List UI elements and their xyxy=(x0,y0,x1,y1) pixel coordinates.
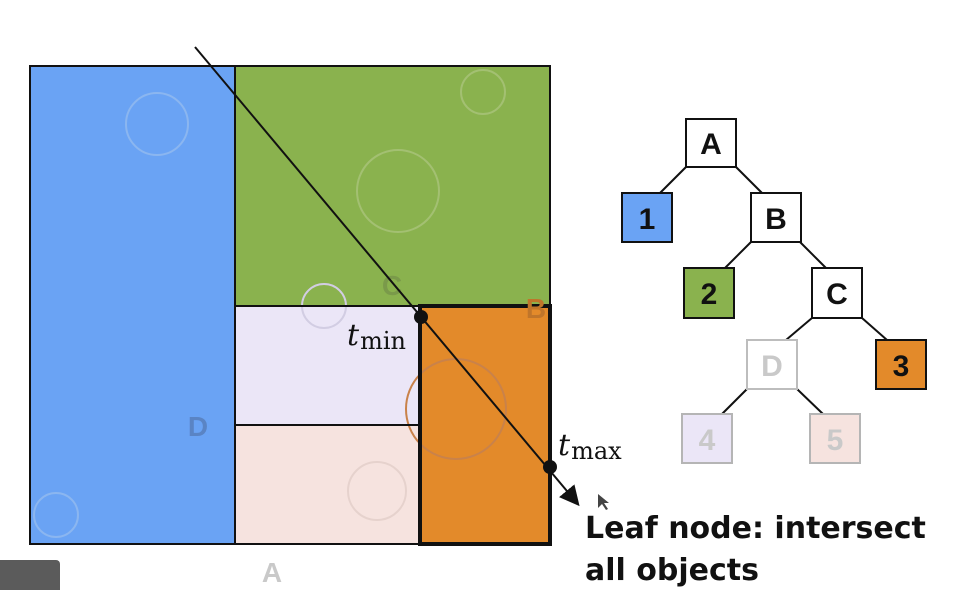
t-max-label: tmax xyxy=(558,428,622,465)
tree-node-5: 5 xyxy=(809,413,861,464)
region-label-d: D xyxy=(188,411,208,442)
tree-node-1: 1 xyxy=(621,192,673,243)
t-min-subscript: min xyxy=(360,327,406,355)
t-max-symbol: t xyxy=(558,428,571,463)
region-label-b: B xyxy=(526,293,546,324)
tree-edge xyxy=(799,241,827,269)
tree-edge xyxy=(735,166,763,194)
tree-edge xyxy=(785,317,813,341)
object-circle xyxy=(33,492,79,538)
region-label-c: C xyxy=(382,270,402,301)
tree-node-3: 3 xyxy=(875,339,927,390)
caption-line-2: all objects xyxy=(585,553,759,588)
tree-edge xyxy=(861,317,888,341)
tree-edge xyxy=(659,166,687,194)
t-max-point xyxy=(543,460,557,474)
t-min-label: tmin xyxy=(347,318,406,355)
region-label-a: A xyxy=(262,557,282,588)
t-max-subscript: max xyxy=(571,437,622,465)
tree-node-b: B xyxy=(750,192,802,243)
tree-edge xyxy=(724,241,752,269)
tree-node-label: 1 xyxy=(639,203,656,236)
tree-node-label: B xyxy=(765,203,787,236)
t-min-symbol: t xyxy=(347,318,360,353)
leaf-node-caption: Leaf node: intersect all objects xyxy=(585,508,955,592)
region-2-green xyxy=(235,66,550,306)
mouse-cursor-icon xyxy=(598,494,609,510)
caption-line-1: Leaf node: intersect xyxy=(585,511,926,546)
region-3-orange xyxy=(420,306,550,544)
ray-line xyxy=(194,46,580,507)
tree-node-2: 2 xyxy=(683,267,735,319)
t-min-point xyxy=(414,310,428,324)
tree-node-label: C xyxy=(826,278,848,311)
leaf-highlight-box xyxy=(418,304,552,546)
region-4-lavender xyxy=(235,306,420,425)
tree-node-label: 4 xyxy=(699,424,716,457)
tree-edges xyxy=(659,166,888,415)
tree-edge xyxy=(721,388,748,415)
tree-node-label: A xyxy=(700,128,722,161)
tree-node-label: D xyxy=(761,350,783,383)
tree-node-d: D xyxy=(746,339,798,390)
object-circle xyxy=(356,149,440,233)
object-circle xyxy=(460,69,506,115)
tree-node-label: 5 xyxy=(827,424,844,457)
tree-node-a: A xyxy=(685,118,737,168)
object-circle xyxy=(125,92,189,156)
tree-node-label: 3 xyxy=(893,350,910,383)
tree-node-label: 2 xyxy=(701,278,718,311)
object-circle xyxy=(347,461,407,521)
tree-node-c: C xyxy=(811,267,863,319)
tree-edge xyxy=(796,388,824,415)
presenter-thumbnail xyxy=(0,560,60,590)
region-5-pink xyxy=(235,425,420,544)
tree-node-4: 4 xyxy=(681,413,733,464)
region-1-blue xyxy=(30,66,235,544)
